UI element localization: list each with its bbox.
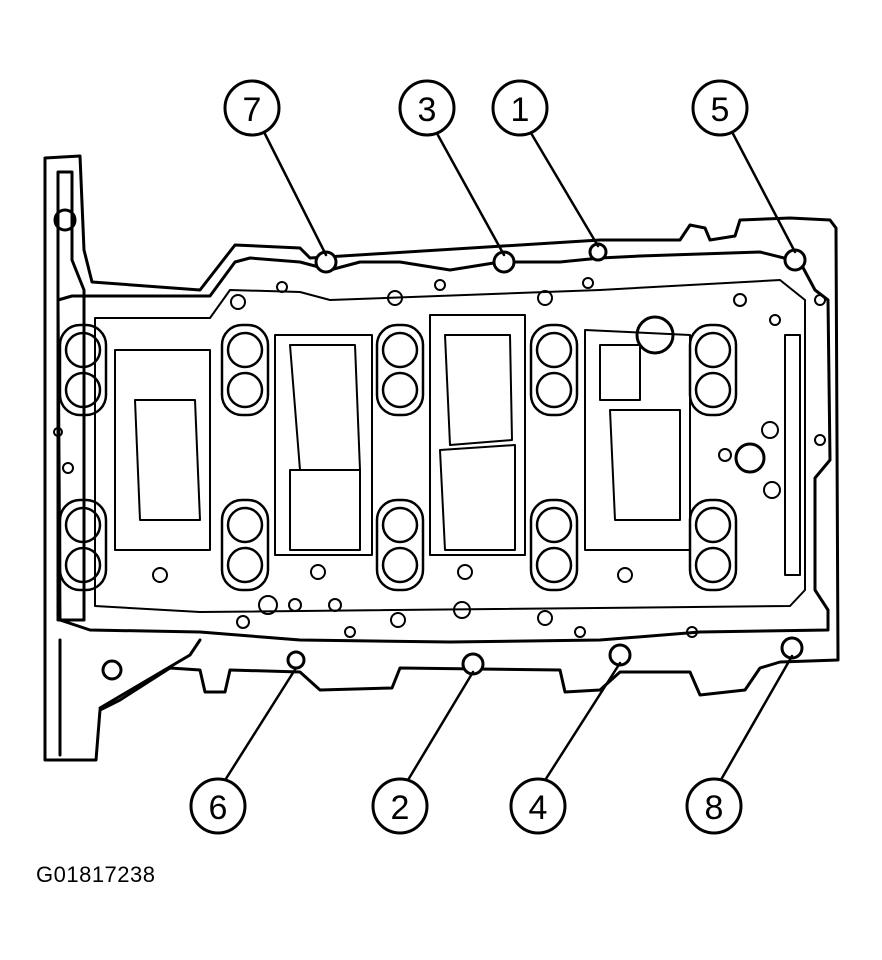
bearing-bores-lower [58, 498, 738, 592]
leader-lines [220, 126, 797, 787]
callout-circles [189, 79, 749, 835]
oil-pump-hole-2 [763, 481, 781, 499]
callout-8-circle [685, 777, 743, 835]
right-slot [784, 334, 801, 576]
crank-bay-1 [114, 349, 211, 551]
oil-pump-hole-1 [761, 421, 779, 439]
callout-8-label: 8 [705, 789, 724, 827]
bolt-3-head [492, 250, 516, 274]
callout-4-label: 4 [529, 789, 548, 827]
crank-bay-3 [429, 314, 526, 556]
callout-1-label: 1 [511, 91, 530, 129]
bearing-bores-upper [58, 323, 738, 417]
bolt-heads [286, 242, 807, 676]
callout-7-circle [223, 79, 281, 137]
block-dowel-hole [53, 208, 77, 232]
gasket-inner-edge [94, 279, 806, 613]
bolt-7-head [314, 250, 338, 274]
callout-2-circle [371, 777, 429, 835]
bolt-6-head [286, 650, 306, 670]
callout-7-label: 7 [243, 91, 262, 129]
callout-4-circle [509, 777, 567, 835]
callout-6-circle [189, 777, 247, 835]
callout-3-label: 3 [418, 91, 437, 129]
gasket-outline [56, 250, 832, 644]
oil-pump-hole-3 [718, 448, 732, 462]
callout-3-circle [398, 79, 456, 137]
callout-6-label: 6 [209, 789, 228, 827]
block-outline [43, 154, 840, 762]
block-lower-rib [58, 638, 202, 757]
block-lower-hole [101, 659, 123, 681]
callout-1-circle [491, 79, 549, 137]
right-boss [635, 315, 675, 355]
crank-bay-4 [584, 329, 691, 551]
crank-bay-2 [274, 334, 373, 556]
oil-pump-boss [734, 442, 766, 474]
figure-id: G01817238 [36, 862, 156, 887]
gasket-small-holes [53, 277, 826, 638]
callout-5-circle [691, 79, 749, 137]
block-inner-left-frame [56, 170, 86, 622]
callout-2-label: 2 [391, 789, 410, 827]
callout-5-label: 5 [711, 91, 730, 129]
